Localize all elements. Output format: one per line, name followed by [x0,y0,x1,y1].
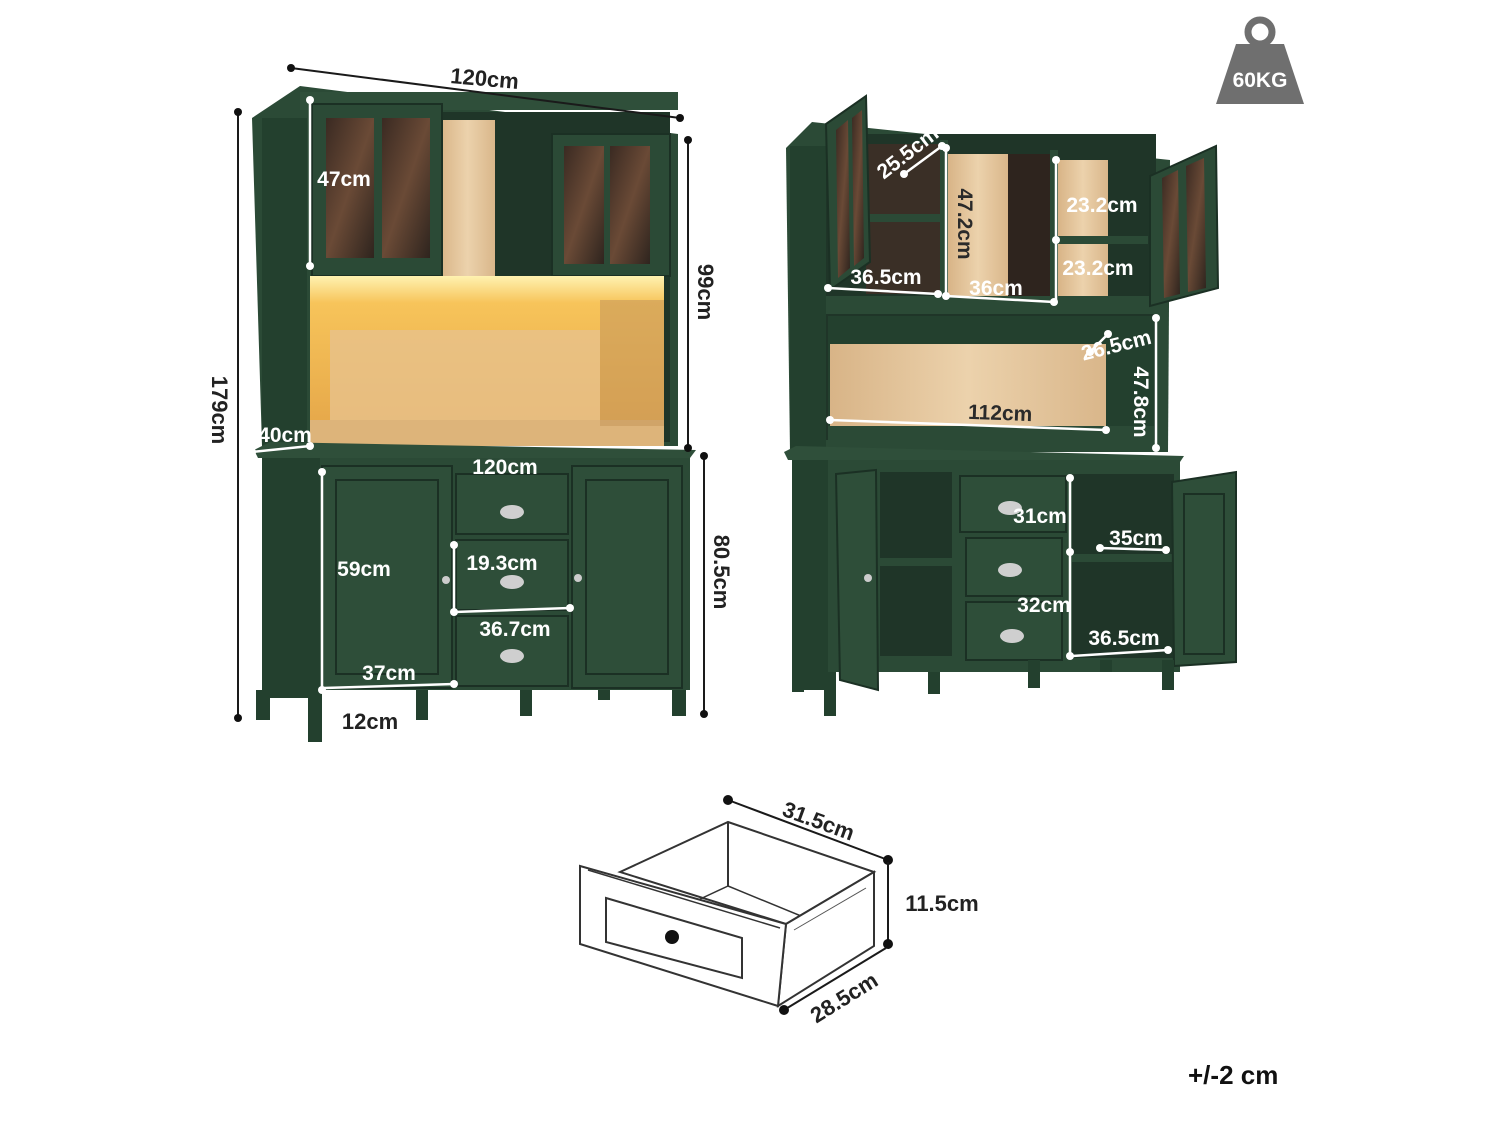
open-glass-door-left [824,94,872,292]
weight-icon: 60KG [1216,16,1304,104]
drawer-height-label: 11.5cm [905,891,978,916]
front-upper-height-label: 99cm [693,264,718,320]
open-drawers [959,475,1067,661]
open-cabinet-shelf-height-label: 35cm [1109,527,1163,550]
front-drawer-width-label: 36.7cm [479,618,550,641]
front-drawer-height-label: 19.3cm [466,552,537,575]
drawer-handle-icon [500,575,524,589]
tolerance-note: +/-2 cm [1188,1060,1279,1090]
front-dimension-lines [234,64,708,722]
open-internal-dimensions [824,142,1172,660]
front-total-height-label: 179cm [207,376,232,445]
drawer-dimension-lines [723,795,893,1015]
drawer-handle-icon [998,501,1022,515]
front-internal-dimensions [248,96,574,694]
front-lower-door-right [571,465,683,689]
open-lower-door-left [834,468,880,692]
front-glass-door-height-label: 47cm [317,168,371,191]
open-drawer-inner-height-label: 32cm [1017,594,1071,617]
front-glass-door-left [311,103,443,277]
front-door-width-label: 37cm [362,662,416,685]
front-lower-door-left [321,465,453,689]
front-door-height-label: 59cm [337,558,391,581]
front-total-width-label: 120cm [449,63,519,94]
front-depth-label: 40cm [258,424,312,447]
drawer-length-label: 31.5cm [779,796,858,845]
open-upper-right-top-label: 23.2cm [1066,194,1137,217]
drawer-detail [579,820,877,1008]
open-cabinet-width-label: 36.5cm [1088,627,1159,650]
drawer-handle-icon [998,563,1022,577]
open-upper-center-height-label: 47.2cm [953,188,976,259]
drawer-handle-icon [500,505,524,519]
drawer-handle-icon [1000,629,1024,643]
drawer-knob-icon [665,930,679,944]
open-drawer-inner-width-label: 31cm [1013,505,1067,528]
front-view-cabinet [252,86,696,742]
front-leg-height-label: 12cm [342,709,398,734]
open-upper-right-bottom-label: 23.2cm [1062,257,1133,280]
front-lower-height-label: 80.5cm [709,535,734,610]
front-counter-width-label: 120cm [472,456,537,479]
open-lower-door-right [1170,470,1237,668]
weight-label: 60KG [1233,69,1288,92]
front-glass-door-right [551,133,671,277]
open-shelf-width-label: 112cm [968,401,1033,426]
open-upper-center-width-label: 36cm [969,277,1023,300]
open-upper-left-width-label: 36.5cm [850,266,921,289]
led-open-shelf [310,276,664,446]
front-drawers [455,473,569,687]
drawer-handle-icon [500,649,524,663]
open-shelf-height-label: 47.8cm [1129,366,1152,437]
open-glass-door-right [1149,144,1220,308]
